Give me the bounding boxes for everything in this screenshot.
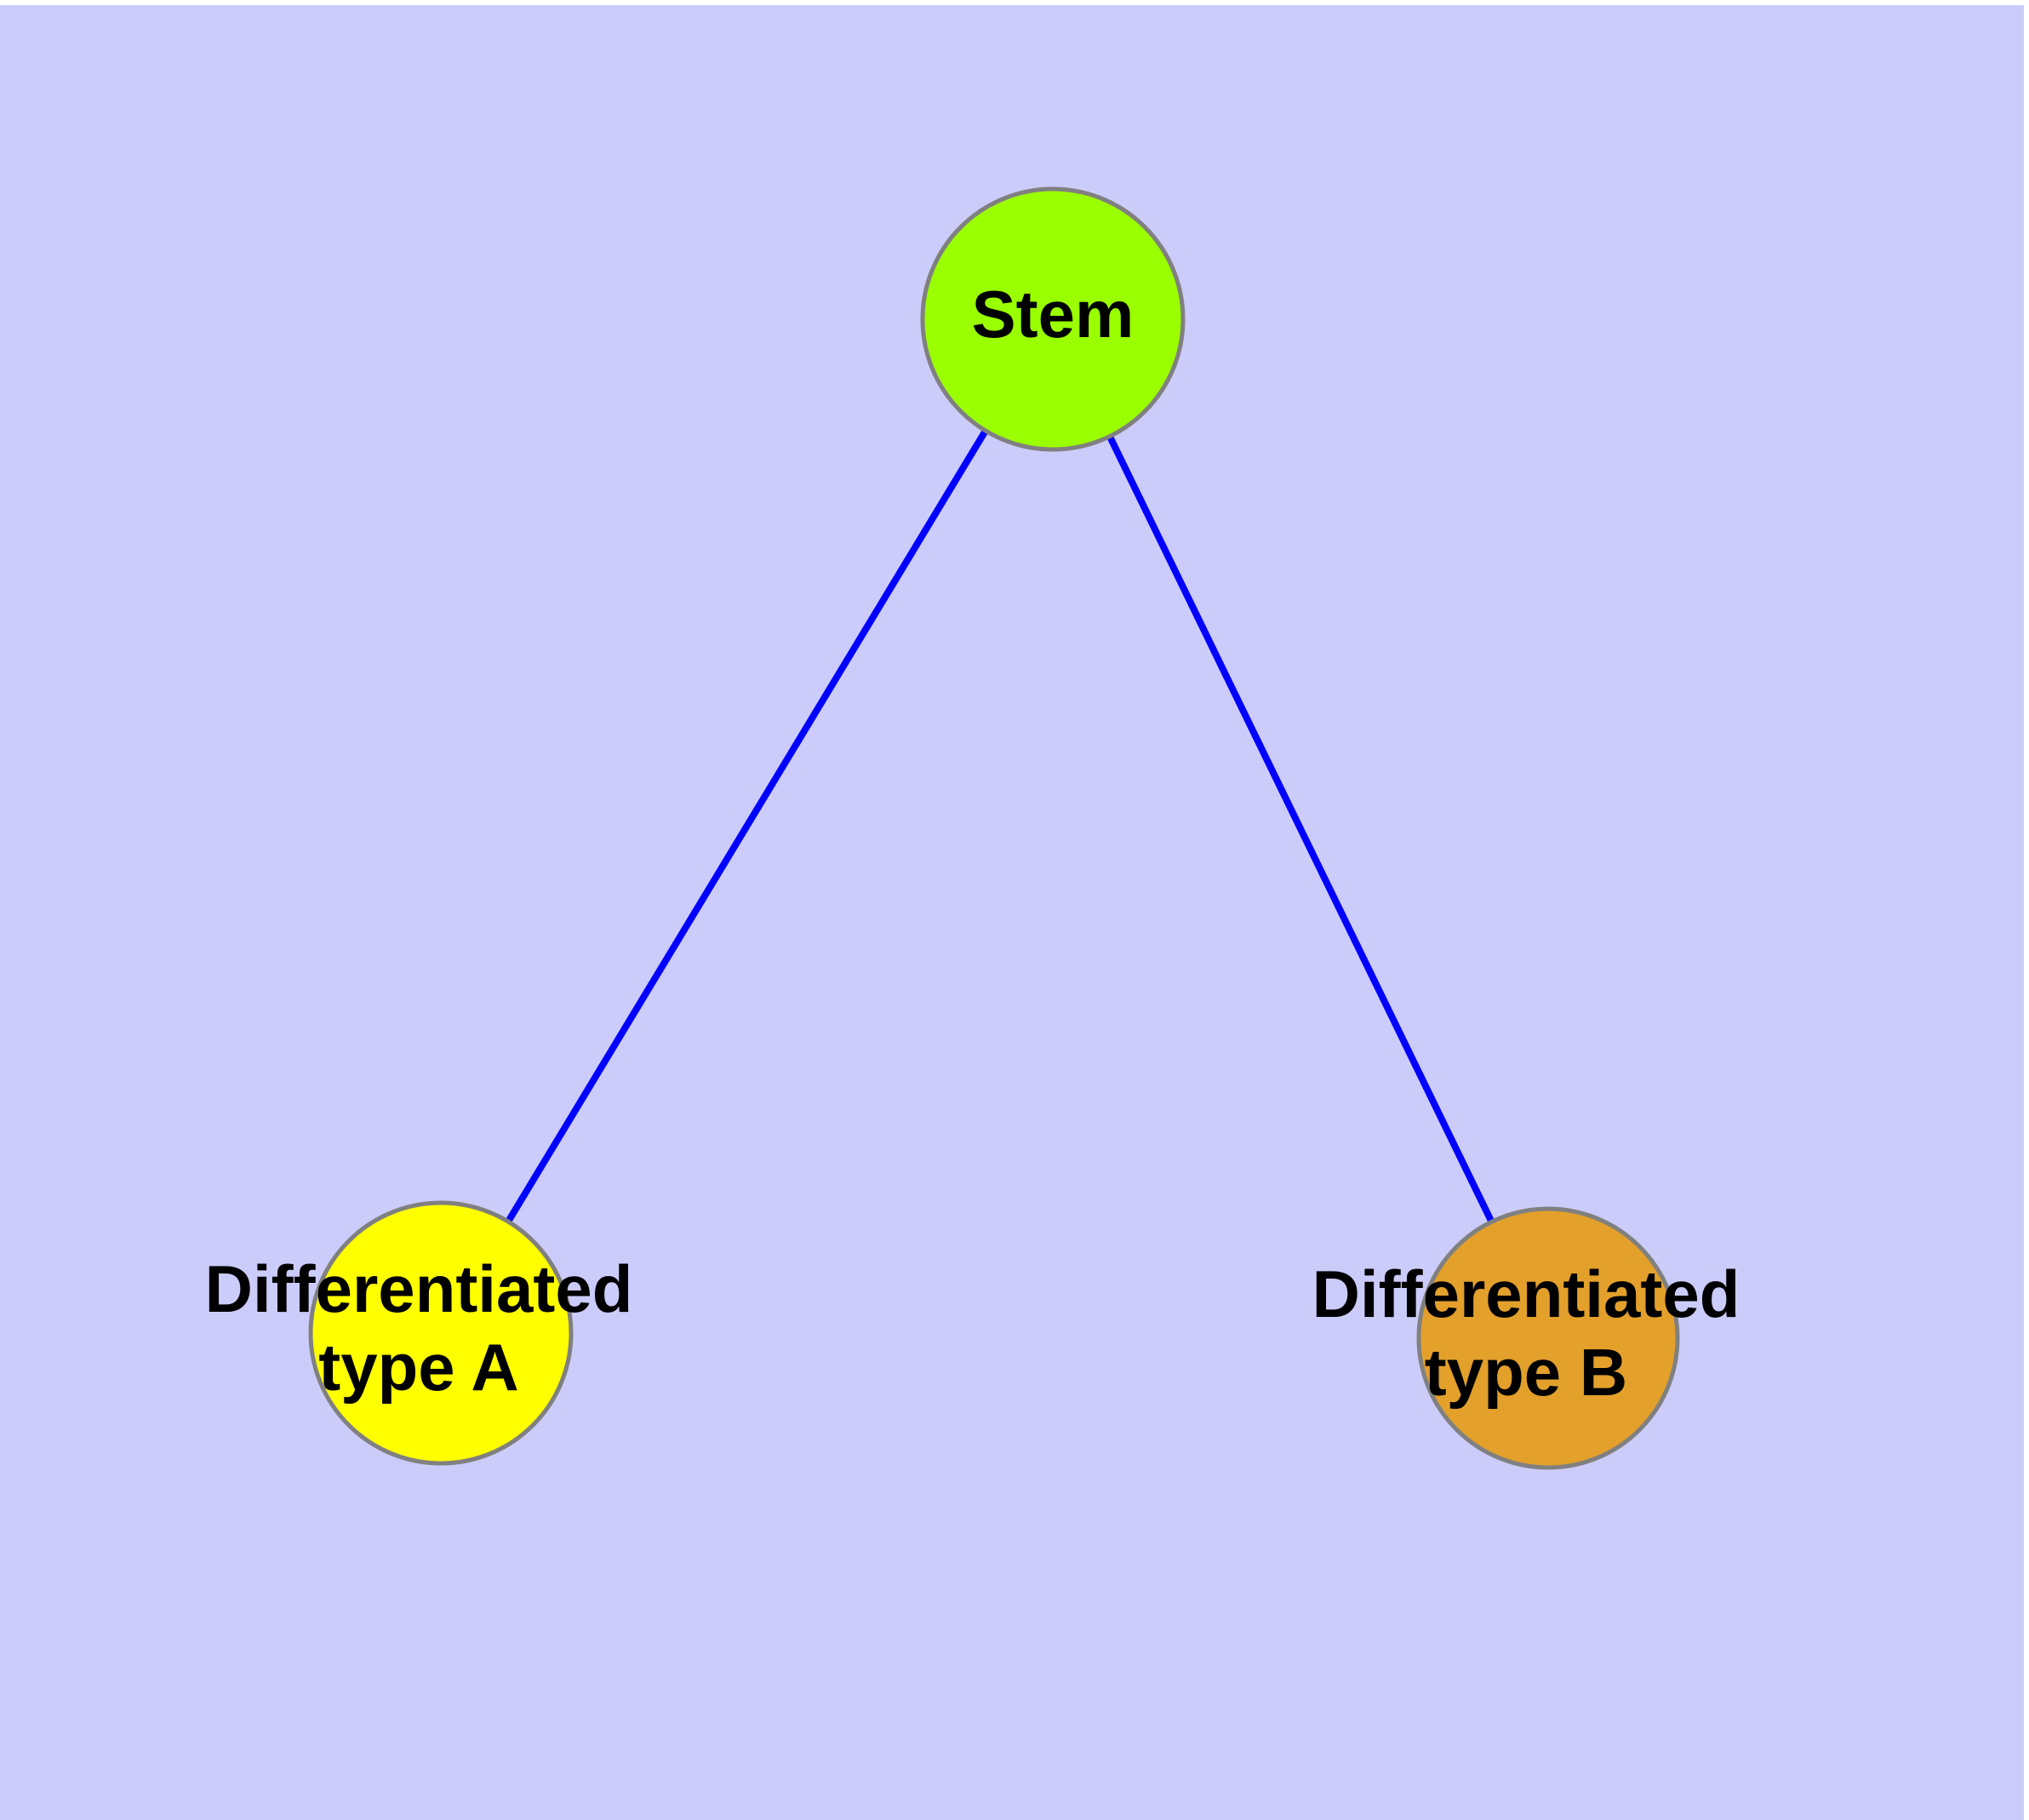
edges-layer	[437, 317, 1552, 1340]
node-label-line: type A	[318, 1330, 519, 1405]
node-label-line: Differentiated	[205, 1251, 633, 1326]
node-label-stem: Stem	[972, 277, 1135, 352]
node-stem[interactable]	[920, 186, 1186, 452]
node-label-line: type B	[1425, 1335, 1627, 1410]
node-diff_a[interactable]	[308, 1200, 574, 1466]
node-label-line: Differentiated	[1312, 1256, 1740, 1331]
edge-stem-to-diff-a[interactable]	[437, 317, 1056, 1336]
nodes-layer	[308, 186, 1680, 1470]
node-diff_b[interactable]	[1416, 1206, 1680, 1470]
edge-stem-to-diff-b[interactable]	[1049, 318, 1552, 1340]
node-label-line: Stem	[972, 277, 1135, 352]
